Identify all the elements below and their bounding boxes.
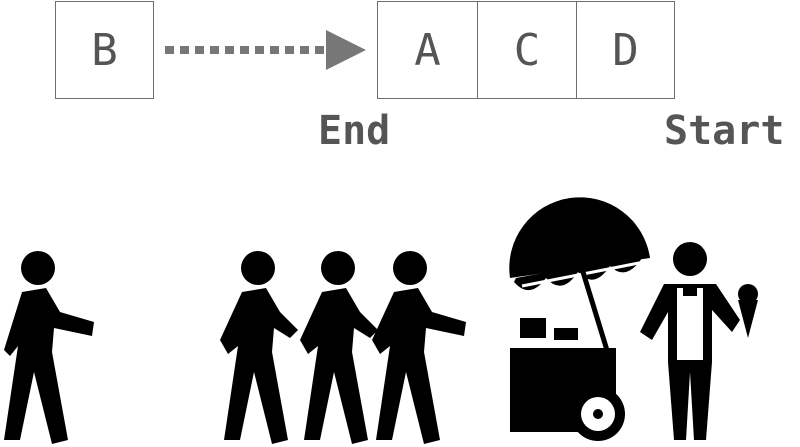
- start-label: Start: [664, 108, 785, 154]
- queue-item-label: A: [414, 24, 441, 76]
- queue-item-label: D: [612, 24, 639, 76]
- person-walking-icon: [372, 251, 466, 444]
- queue-item-box: D: [576, 1, 675, 99]
- person-walking-icon: [4, 251, 94, 444]
- queue-item-label: C: [513, 24, 541, 76]
- person-walking-icon: [220, 251, 298, 444]
- dotted-arrow: [165, 30, 366, 70]
- incoming-item-label: B: [91, 24, 118, 76]
- ice-cream-cart-icon: [509, 197, 650, 441]
- queue-item-box: C: [477, 1, 577, 99]
- queue-item-box: A: [377, 1, 478, 99]
- person-walking-icon: [300, 251, 378, 444]
- end-label: End: [318, 108, 391, 154]
- incoming-item-box: B: [55, 1, 154, 99]
- ice-cream-vendor-icon: [640, 242, 758, 440]
